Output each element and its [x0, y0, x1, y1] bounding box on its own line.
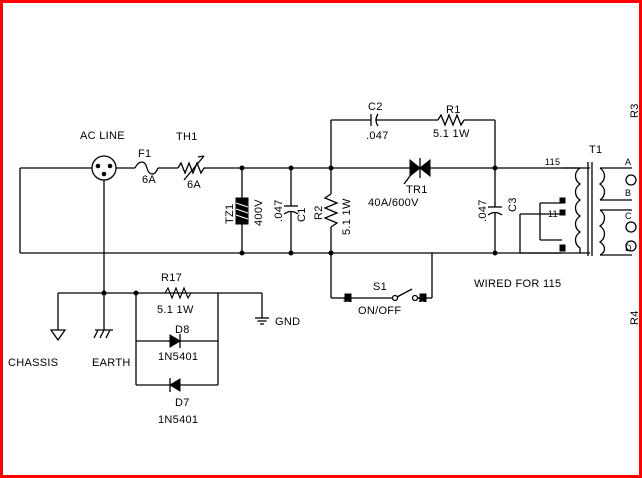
fuse-f1: F1 6A — [134, 148, 159, 186]
capacitor-c3: .047 C3 — [477, 168, 519, 253]
diode-d8: D8 1N5401 — [135, 293, 219, 385]
resistor-r2: R2 5.1 1W — [313, 120, 353, 298]
earth-ground-symbol: EARTH — [92, 329, 131, 369]
switch-s1: S1 ON/OFF S1 S2 — [331, 253, 433, 317]
gnd-label: GND — [275, 316, 300, 328]
earth-label: EARTH — [92, 357, 131, 369]
t1-tap-11: 11 — [548, 209, 558, 219]
t1-tap-d: D — [625, 243, 632, 253]
tr1-name: TR1 — [406, 184, 428, 196]
s1-pin-1: S1 — [343, 297, 352, 304]
s1-name: S1 — [373, 281, 387, 293]
thermistor-th1: TH1 6A — [176, 131, 207, 191]
d8-part: 1N5401 — [158, 351, 198, 363]
r4-name: R4 — [629, 310, 641, 325]
c3-name: C3 — [507, 197, 519, 212]
d7-part: 1N5401 — [158, 414, 198, 426]
c1-value: .047 — [273, 199, 285, 222]
ac-line-connector: AC LINE — [80, 130, 125, 181]
r2-rating: 5.1 1W — [341, 198, 353, 235]
r1-rating: 5.1 1W — [433, 128, 470, 140]
th1-name: TH1 — [176, 131, 198, 143]
t1-tap-b: B — [625, 188, 631, 198]
r17-rating: 5.1 1W — [157, 304, 194, 316]
c1-name: C1 — [296, 207, 308, 222]
transformer-t1: T1 115 A B 11 C D R3 R4 — [519, 103, 641, 325]
triac-tr1: TR1 40A/600V — [368, 158, 431, 209]
s1-function: ON/OFF — [358, 305, 401, 317]
resistor-r17: R17 5.1 1W — [157, 272, 194, 316]
t1-tap-c: C — [625, 211, 632, 221]
wired-note: WIRED FOR 115 — [474, 278, 561, 290]
varistor-tz1: TZ1 400V — [224, 168, 265, 253]
diode-d7: D7 1N5401 — [136, 378, 218, 426]
capacitor-c1: .047 C1 — [273, 168, 308, 253]
d8-name: D8 — [175, 324, 190, 336]
c2-name: C2 — [368, 101, 383, 113]
ground-network — [57, 292, 263, 330]
d7-name: D7 — [175, 397, 190, 409]
r3-name: R3 — [629, 103, 641, 118]
tz1-name: TZ1 — [224, 204, 236, 224]
ac-line-label: AC LINE — [80, 130, 125, 142]
bus-junctions — [101, 165, 498, 296]
t1-tap-115: 115 — [545, 157, 560, 167]
chassis-label: CHASSIS — [8, 357, 58, 369]
f1-rating: 6A — [142, 174, 156, 186]
s1-pin-2: S2 — [418, 297, 427, 304]
r2-name: R2 — [313, 205, 325, 220]
tz1-rating: 400V — [253, 199, 265, 226]
r17-name: R17 — [161, 272, 182, 284]
chassis-ground-symbol: CHASSIS — [8, 329, 67, 369]
c2-value: .047 — [366, 130, 389, 142]
ground-gnd-symbol: GND — [255, 316, 300, 328]
tr1-rating: 40A/600V — [368, 197, 419, 209]
t1-tap-a: A — [625, 157, 631, 167]
f1-name: F1 — [138, 148, 151, 160]
c3-value: .047 — [477, 199, 489, 222]
t1-name: T1 — [589, 144, 602, 156]
r1-name: R1 — [446, 104, 461, 116]
main-wires — [19, 167, 590, 293]
snubber-c2-r1: C2 .047 R1 5.1 1W — [331, 101, 496, 168]
th1-rating: 6A — [187, 179, 201, 191]
